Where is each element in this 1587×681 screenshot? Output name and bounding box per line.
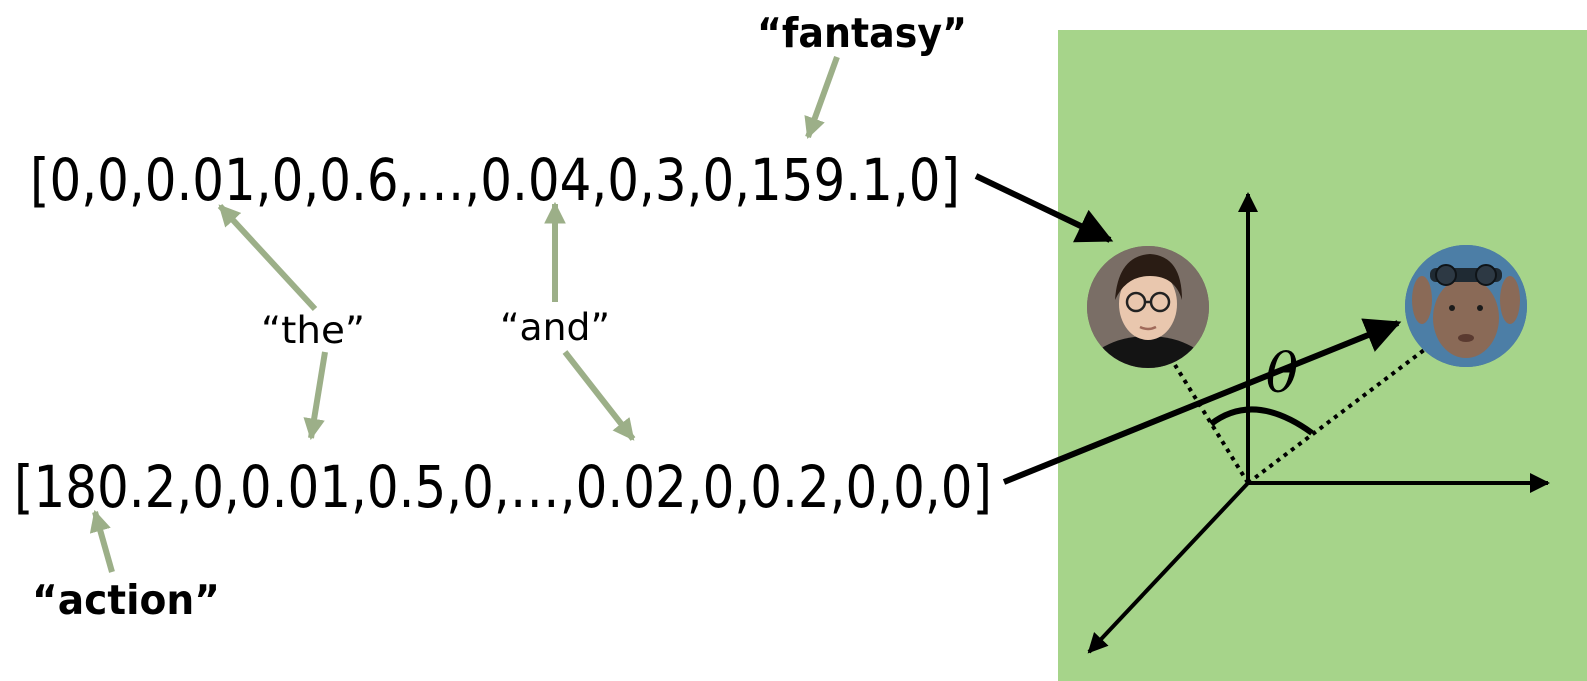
angle-arc bbox=[1209, 406, 1314, 436]
goggles-portrait-icon bbox=[1405, 245, 1527, 367]
the-annotation-arrow-up bbox=[217, 203, 318, 312]
the-annotation-arrow-down bbox=[303, 351, 328, 441]
action-word-label: “action” bbox=[32, 576, 220, 624]
fantasy-annotation-arrow bbox=[804, 55, 840, 140]
dotted-line-movie-b bbox=[1246, 345, 1430, 485]
theta-symbol: θ bbox=[1266, 342, 1299, 405]
and-annotation-arrow-down bbox=[562, 350, 636, 441]
and-word-label: “and” bbox=[500, 306, 610, 349]
z-axis bbox=[1087, 481, 1250, 654]
action-annotation-arrow bbox=[89, 509, 115, 573]
fantasy-vector-arrow bbox=[974, 173, 1114, 243]
fantasy-vector-text: [0,0,0.01,0,0.6,…,0.04,0,3,0,159.1,0] bbox=[30, 146, 960, 214]
fantasy-word-label: “fantasy” bbox=[757, 9, 967, 57]
action-vector-arrow bbox=[1002, 318, 1402, 485]
wizard-portrait-icon bbox=[1087, 246, 1209, 368]
the-word-label: “the” bbox=[261, 309, 365, 352]
action-vector-text: [180.2,0,0.01,0.5,0,…,0.02,0,0.2,0,0,0] bbox=[14, 453, 992, 521]
